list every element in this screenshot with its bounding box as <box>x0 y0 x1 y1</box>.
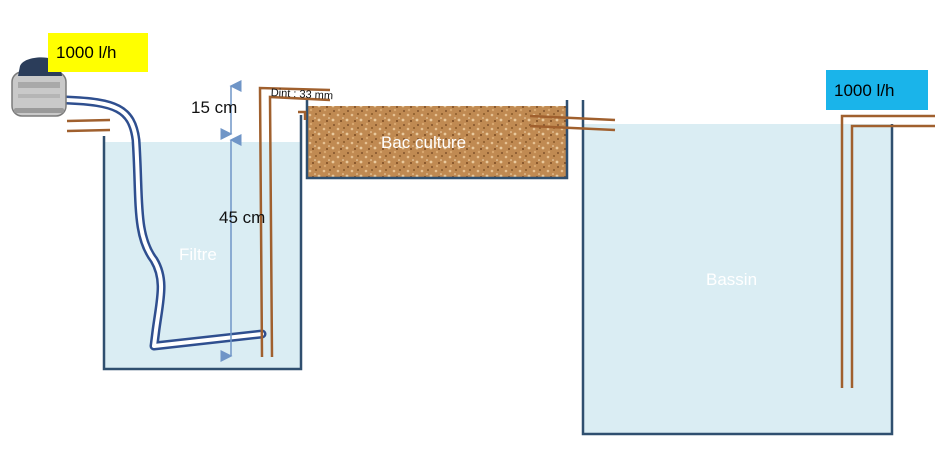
grow-bed-label: Bac culture <box>381 133 467 152</box>
dimension-label-top: 15 cm <box>191 98 238 117</box>
filter-label: Filtre <box>179 245 217 264</box>
air-hose <box>61 95 267 351</box>
pond-label: Bassin <box>706 270 758 289</box>
flow-rate-badge-left: 1000 l/h <box>48 33 148 72</box>
pipes <box>66 86 935 388</box>
pond-tank <box>581 100 894 436</box>
dimension-label-bottom: 45 cm <box>219 208 266 227</box>
grow-bed <box>305 100 569 180</box>
flow-rate-badge-right: 1000 l/h <box>826 70 928 110</box>
